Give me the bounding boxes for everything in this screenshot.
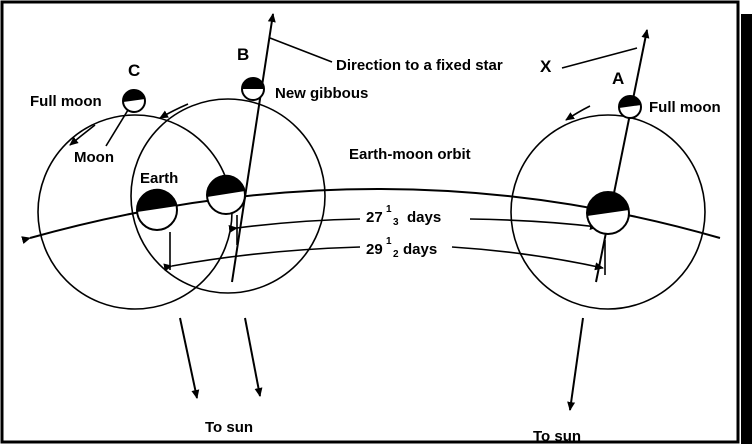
- to-sun-arrow-a: [567, 317, 584, 411]
- days-29-sub: 2: [393, 249, 399, 260]
- to-sun-arrow-c: [179, 317, 200, 399]
- orbit-arrow-a: [565, 105, 591, 121]
- new-gibbous-label: New gibbous: [275, 85, 368, 102]
- label-c: C: [128, 61, 140, 80]
- label-a: A: [612, 69, 624, 88]
- days-29-number: 29: [366, 241, 383, 258]
- moon-orbit-a: [510, 114, 706, 310]
- days-27-sub: 3: [393, 217, 399, 228]
- moon-orbit-b: [130, 98, 326, 294]
- span-27-left: [228, 218, 361, 233]
- earth-label: Earth: [140, 170, 178, 187]
- star-direction-line-b: [231, 13, 276, 283]
- moon-b: [241, 77, 265, 101]
- outer-border: [0, 0, 740, 444]
- span-27-right: [469, 218, 599, 231]
- direction-pointer-a: [561, 47, 638, 69]
- earth-c: [136, 188, 178, 231]
- moon-leader: [105, 109, 129, 147]
- direction-label: Direction to a fixed star: [336, 57, 503, 74]
- label-b: B: [237, 45, 249, 64]
- orbit-arrow-c: [69, 124, 96, 146]
- label-29-days: 29 1 2 days: [366, 236, 437, 260]
- full-moon-label-a: Full moon: [649, 99, 721, 116]
- span-29-left: [163, 246, 361, 272]
- direction-pointer-b: [269, 37, 333, 63]
- days-27-unit: days: [407, 209, 441, 226]
- label-27-days: 27 1 3 days: [366, 204, 441, 228]
- moon-c: [122, 89, 146, 113]
- earth-a: [586, 191, 630, 235]
- star-direction-line-a: [595, 29, 650, 283]
- orbit-arrow-b: [159, 103, 189, 119]
- moon-a: [618, 95, 642, 119]
- orbit-label: Earth-moon orbit: [349, 146, 471, 163]
- moon-label: Moon: [74, 149, 114, 166]
- days-27-number: 27: [366, 209, 383, 226]
- to-sun-label-right: To sun: [533, 428, 581, 445]
- days-29-unit: days: [403, 241, 437, 258]
- to-sun-label-left: To sun: [205, 419, 253, 436]
- full-moon-label-c: Full moon: [30, 93, 102, 110]
- label-x: X: [540, 57, 552, 76]
- span-29-right: [451, 246, 604, 271]
- to-sun-arrow-b: [244, 317, 263, 397]
- days-27-sup: 1: [386, 204, 392, 215]
- border-shadow: [741, 14, 752, 444]
- earth-b: [206, 174, 246, 215]
- days-29-sup: 1: [386, 236, 392, 247]
